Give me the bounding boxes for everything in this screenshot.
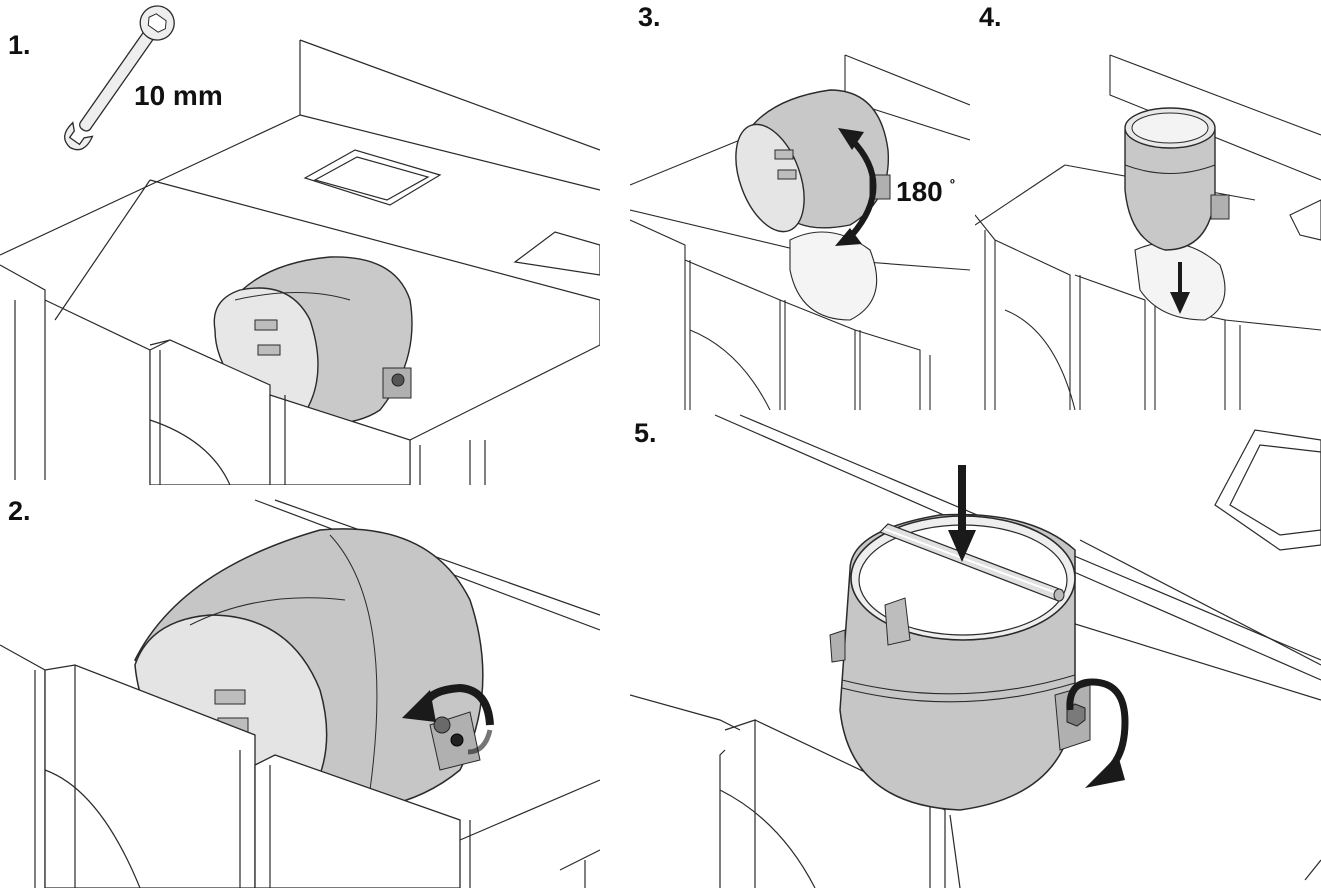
press-down-arrow	[948, 465, 976, 562]
step-2-illustration	[0, 499, 600, 888]
rod	[878, 523, 1065, 602]
insert-down-arrow	[1170, 262, 1190, 314]
wrench-size-label: 10 mm	[134, 80, 223, 111]
step-4-illustration	[975, 54, 1321, 410]
duct-connector	[213, 256, 413, 424]
step-1-panel: 1. 10 mm	[0, 0, 600, 485]
duct-connector	[1124, 107, 1230, 251]
duct-connector	[829, 513, 1091, 811]
rotation-angle-label: 180	[896, 176, 943, 207]
wrench-icon	[64, 5, 175, 151]
step-3-panel: 3. 180 º	[630, 0, 970, 410]
step-1-number: 1.	[8, 30, 31, 60]
step-3-number: 3.	[638, 2, 661, 32]
rotate-clockwise-arrow	[1066, 678, 1129, 788]
step-3-illustration	[630, 54, 970, 410]
step-5-panel: 5.	[630, 410, 1321, 888]
duct-connector	[735, 89, 891, 233]
degree-symbol: º	[950, 176, 955, 191]
step-5-illustration	[630, 414, 1321, 888]
step-2-number: 2.	[8, 496, 31, 526]
step-2-panel: 2.	[0, 490, 600, 888]
rotate-180-arrow	[835, 128, 877, 246]
rotate-counterclockwise-arrow	[402, 683, 494, 755]
step-5-number: 5.	[634, 418, 657, 448]
step-1-illustration	[0, 5, 600, 485]
step-4-number: 4.	[979, 2, 1002, 32]
step-4-panel: 4.	[975, 0, 1321, 410]
